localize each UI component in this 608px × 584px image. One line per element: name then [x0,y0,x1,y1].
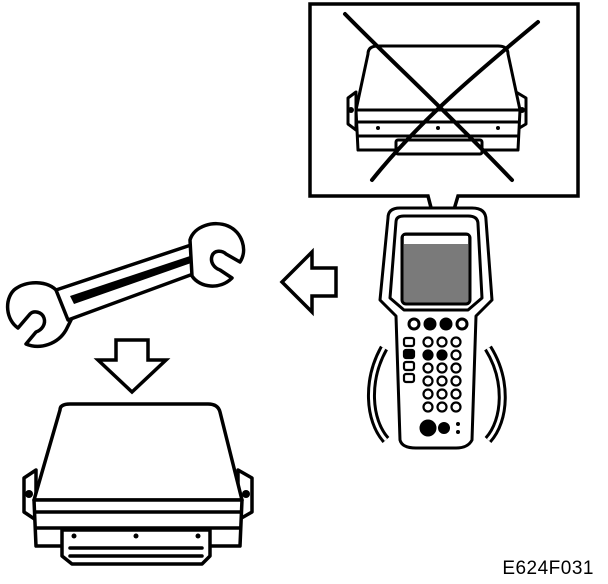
hollow-arrow-left-icon [279,247,338,317]
open-end-wrench-icon [5,221,246,349]
ecu-module-icon [22,402,254,566]
figure-code: E624F031 [502,558,594,579]
hollow-arrow-down-icon [93,338,171,395]
ecu-module-crossed-out-icon [343,12,540,182]
handheld-scan-tool-icon [366,206,507,450]
